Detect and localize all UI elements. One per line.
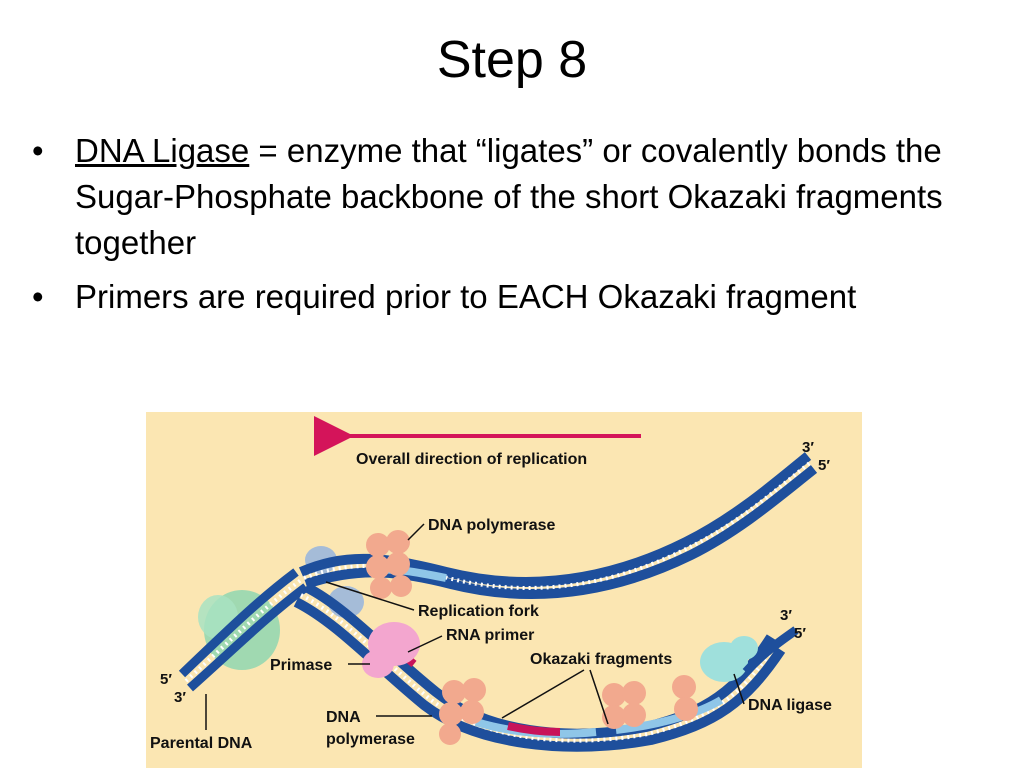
direction-label: Overall direction of replication <box>356 451 587 468</box>
label-dna-polymerase-bottom-1: DNA <box>326 709 361 726</box>
primase-enzyme <box>362 650 394 678</box>
replication-diagram: Overall direction of replication <box>146 412 862 768</box>
label-dna-ligase: DNA ligase <box>748 697 832 714</box>
bullet-text: = enzyme that “ligates” or covalently bo… <box>75 132 943 261</box>
replication-diagram-svg: Overall direction of replication <box>150 416 832 752</box>
strand-end-mid-5: 5′ <box>794 625 806 642</box>
bullet-dot: • <box>32 132 44 169</box>
label-leader <box>407 523 425 541</box>
bullet-text: Primers are required prior to EACH Okaza… <box>75 278 857 315</box>
label-rna-primer: RNA primer <box>446 627 534 644</box>
parental-dna-strand <box>178 568 299 678</box>
label-dna-polymerase-top: DNA polymerase <box>428 517 556 534</box>
parental-dna-strand <box>187 583 309 692</box>
strand-end-left-3: 3′ <box>174 689 186 706</box>
lagging-parental-tail <box>742 626 799 676</box>
label-leader <box>733 673 745 705</box>
strand-end-left-5: 5′ <box>160 671 172 688</box>
label-parental-dna: Parental DNA <box>150 735 253 752</box>
strand-end-top-3: 3′ <box>802 439 814 456</box>
bullet-item: • DNA Ligase = enzyme that “ligates” or … <box>28 128 988 266</box>
bullet-item: • Primers are required prior to EACH Oka… <box>28 274 988 320</box>
rna-primer-segment <box>507 722 561 736</box>
strand-end-top-5: 5′ <box>818 457 830 474</box>
label-okazaki-fragments: Okazaki fragments <box>530 651 672 668</box>
label-leader <box>501 669 585 719</box>
dna-polymerase-bottom-shape <box>439 678 486 745</box>
bullet-term: DNA Ligase <box>75 132 250 169</box>
dna-polymerase-top-shape <box>366 530 412 599</box>
slide-title: Step 8 <box>436 31 588 89</box>
lagging-new-strand <box>293 597 786 752</box>
label-leader <box>407 635 443 653</box>
strand-end-mid-3: 3′ <box>780 607 792 624</box>
label-primase: Primase <box>270 657 332 674</box>
label-replication-fork: Replication fork <box>418 603 539 620</box>
dna-ligase-enzyme <box>730 636 758 660</box>
label-leader <box>325 581 415 611</box>
label-leader <box>589 669 609 725</box>
label-dna-polymerase-bottom-2: polymerase <box>326 731 415 748</box>
bullet-list: • DNA Ligase = enzyme that “ligates” or … <box>28 128 988 328</box>
bullet-dot: • <box>32 278 44 315</box>
